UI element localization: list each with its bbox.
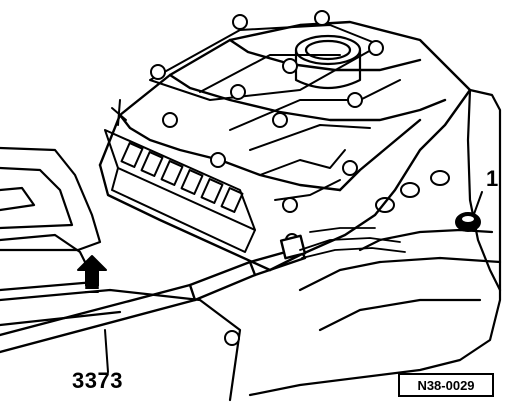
wire-leads	[299, 227, 406, 259]
bolt	[210, 152, 226, 168]
housing-flange-left	[0, 146, 242, 402]
bolt	[282, 197, 298, 213]
figure-reference-code: N38-0029	[398, 373, 494, 397]
bolt	[282, 58, 298, 74]
plug-part-1	[455, 191, 483, 232]
bolt	[368, 40, 384, 56]
callout-tool-3373: 3373	[72, 368, 123, 393]
bolt	[232, 14, 248, 30]
special-tool-3373	[0, 234, 307, 373]
bolt	[150, 64, 166, 80]
up-arrow-icon	[77, 255, 107, 293]
bolt	[314, 10, 330, 26]
valve-body-block	[98, 20, 472, 272]
bolt	[224, 330, 240, 346]
bolt	[162, 112, 178, 128]
callout-1: 1	[486, 166, 499, 191]
bolt	[342, 160, 358, 176]
housing-right	[248, 88, 502, 397]
solenoid-strip	[104, 99, 256, 253]
bolt-heads	[150, 10, 384, 346]
bolt	[230, 84, 246, 100]
bolt	[272, 112, 288, 128]
bolt	[347, 92, 363, 108]
accumulator-cylinder	[294, 34, 362, 90]
